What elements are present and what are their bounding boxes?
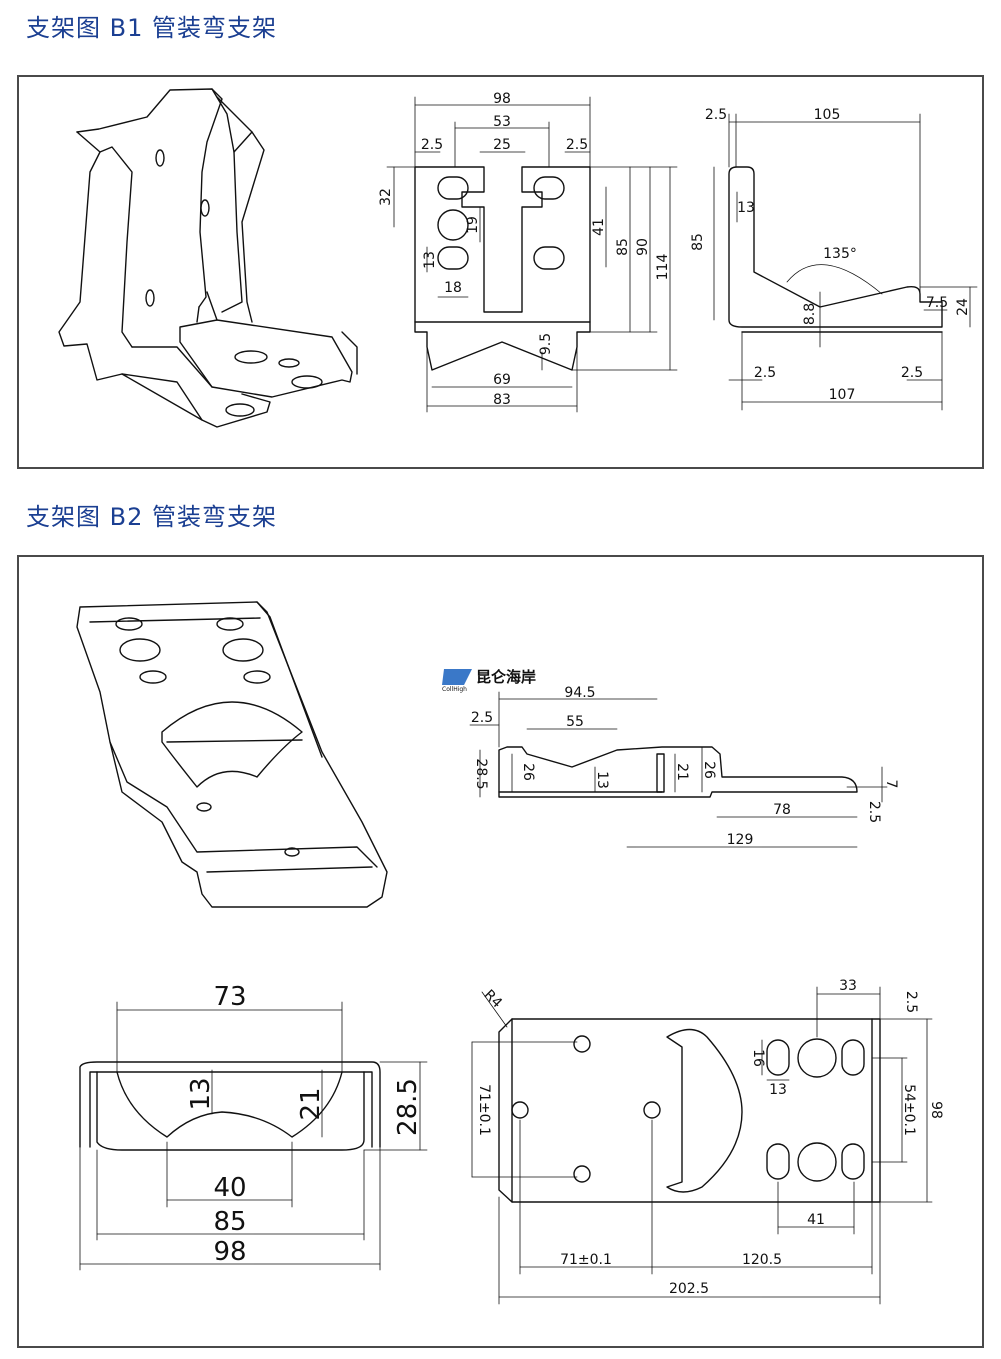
dim-b2t-54: 54±0.1 xyxy=(901,1084,917,1136)
drawing-panel-b2: 94.5 2.5 55 28.5 26 13 21 26 7 2.5 78 12… xyxy=(17,555,984,1348)
dim-b1s-2-5: 2.5 xyxy=(705,107,727,123)
dim-b2t-16: 16 xyxy=(750,1049,766,1067)
dim-b2-26a: 26 xyxy=(520,763,536,781)
dim-b1-25: 25 xyxy=(493,137,511,153)
dim-b2-26b: 26 xyxy=(701,761,717,779)
b2-isometric-view xyxy=(76,601,388,908)
dim-b2-129: 129 xyxy=(727,832,754,848)
dim-b2t-13: 13 xyxy=(769,1082,787,1098)
dim-b1-32: 32 xyxy=(378,188,394,206)
dim-b2t-71: 71±0.1 xyxy=(560,1252,612,1268)
b2-end-view xyxy=(79,1061,381,1151)
dim-b2e-13: 13 xyxy=(186,1077,216,1110)
dim-b2-21: 21 xyxy=(674,763,690,781)
dim-b1-2-5-left: 2.5 xyxy=(421,137,443,153)
brand-logo: 昆仑海岸 CollHigh xyxy=(442,665,560,693)
dim-b2e-98: 98 xyxy=(213,1237,246,1267)
dim-b1s-107: 107 xyxy=(829,387,856,403)
b2-top-dims xyxy=(471,986,933,1305)
dim-b1-114: 114 xyxy=(655,254,671,281)
dim-b2t-71-v: 71±0.1 xyxy=(476,1084,492,1136)
dim-b1-9-5: 9.5 xyxy=(538,333,554,355)
b2-end-dims xyxy=(79,1001,428,1271)
dim-b1-69: 69 xyxy=(493,372,511,388)
dim-b1s-105: 105 xyxy=(814,107,841,123)
dim-b1-98: 98 xyxy=(493,91,511,107)
dim-b1s-2-5-right: 2.5 xyxy=(901,365,923,381)
dim-b2-78: 78 xyxy=(773,802,791,818)
section-title-b1: 支架图 B1 管装弯支架 xyxy=(26,14,277,42)
dim-b2e-73: 73 xyxy=(213,982,246,1012)
dim-b1s-7-5: 7.5 xyxy=(926,295,948,311)
dim-b2-13: 13 xyxy=(594,771,610,789)
b1-isometric-view xyxy=(58,88,358,428)
dim-b2t-41: 41 xyxy=(807,1212,825,1228)
dim-b2t-2-5: 2.5 xyxy=(903,991,919,1013)
dim-b2t-r4: R4 xyxy=(481,987,506,1012)
b1-front-dims xyxy=(386,96,678,413)
dim-b1s-135: 135° xyxy=(823,246,857,262)
dim-b2e-28-5: 28.5 xyxy=(393,1078,423,1136)
dim-b1-19: 19 xyxy=(465,216,481,234)
drawing-b2: 94.5 2.5 55 28.5 26 13 21 26 7 2.5 78 12… xyxy=(76,601,944,1305)
dim-b1-85: 85 xyxy=(615,238,631,256)
logo-text: 昆仑海岸 xyxy=(476,668,536,686)
dim-b1s-85: 85 xyxy=(690,233,706,251)
logo-subtext: CollHigh xyxy=(442,686,467,693)
dim-b2e-21: 21 xyxy=(296,1087,326,1120)
dim-b2e-85: 85 xyxy=(213,1207,246,1237)
dim-b1s-13: 13 xyxy=(737,200,755,216)
dim-b1-41: 41 xyxy=(591,218,607,236)
dim-b1-90: 90 xyxy=(635,238,651,256)
logo-mark-icon xyxy=(442,669,472,685)
dim-b2t-98: 98 xyxy=(928,1101,944,1119)
dim-b2t-202-5: 202.5 xyxy=(669,1281,709,1297)
b1-side-dims xyxy=(713,113,978,411)
dim-b1s-24: 24 xyxy=(955,298,971,316)
dim-b1-2-5-right: 2.5 xyxy=(566,137,588,153)
dim-b2t-120-5: 120.5 xyxy=(742,1252,782,1268)
dim-b2e-40: 40 xyxy=(213,1173,246,1203)
dim-b1s-8-8: 8.8 xyxy=(802,303,818,325)
dim-b1-53: 53 xyxy=(493,114,511,130)
b1-side-view xyxy=(728,166,943,333)
dim-b2-55: 55 xyxy=(566,714,584,730)
dim-b2t-33: 33 xyxy=(839,978,857,994)
drawing-panel-b1: 98 53 2.5 2.5 25 32 19 13 18 41 85 90 11… xyxy=(17,75,984,469)
section-title-b2: 支架图 B2 管装弯支架 xyxy=(26,503,277,531)
dim-b1-18: 18 xyxy=(444,280,462,296)
b2-top-view xyxy=(498,1018,881,1203)
b1-front-view xyxy=(414,166,591,371)
dim-b1-13: 13 xyxy=(422,251,438,269)
dim-b2-tab-2-5: 2.5 xyxy=(866,801,882,823)
drawing-b1: 98 53 2.5 2.5 25 32 19 13 18 41 85 90 11… xyxy=(58,88,978,428)
b2-side-view xyxy=(498,746,858,798)
b2-side-dims xyxy=(469,691,888,848)
dim-b2-7: 7 xyxy=(883,780,899,789)
dim-b2-94-5: 94.5 xyxy=(564,685,595,701)
dim-b1s-2-5-left: 2.5 xyxy=(754,365,776,381)
dim-b2-2-5: 2.5 xyxy=(471,710,493,726)
dim-b2-28-5: 28.5 xyxy=(473,758,489,789)
dim-b1-83: 83 xyxy=(493,392,511,408)
